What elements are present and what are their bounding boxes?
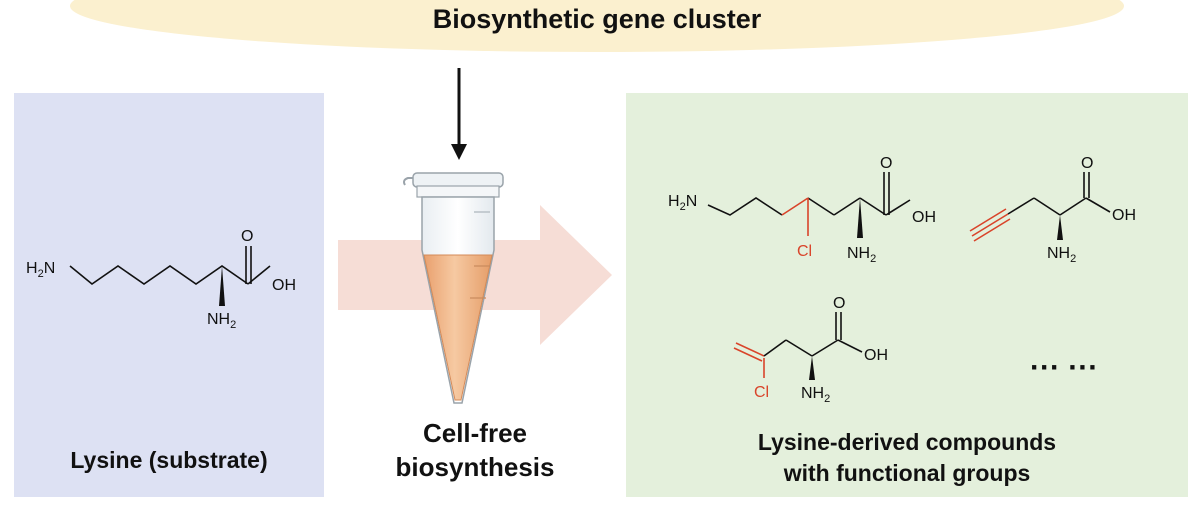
compound2-structure <box>969 172 1111 242</box>
products-caption-line2: with functional groups <box>783 460 1031 487</box>
lysine-amine-label: H2N <box>26 260 55 280</box>
compound3-carbonyl-label: O <box>833 295 845 312</box>
microtube-icon <box>403 172 504 404</box>
compound1-carbonyl-label: O <box>880 155 892 172</box>
compound2-carbonyl-label: O <box>1081 155 1093 172</box>
compound1-structure <box>707 172 911 236</box>
substrate-panel <box>14 93 324 497</box>
compound1-hydroxyl-label: OH <box>912 209 936 226</box>
products-caption: Lysine-derived compounds with functional… <box>626 427 1188 489</box>
lysine-structure <box>69 246 271 286</box>
compound1-amine-label: H2N <box>668 193 697 213</box>
process-caption-line2: biosynthesis <box>395 451 555 482</box>
compound1-chloro-label: Cl <box>797 243 812 260</box>
tube-liquid <box>423 254 493 401</box>
compound2-hydroxyl-label: OH <box>1112 207 1136 224</box>
compound3-chloro-label: Cl <box>754 384 769 401</box>
banner-title: Biosynthetic gene cluster <box>432 4 762 34</box>
products-caption-line1: Lysine-derived compounds <box>757 429 1057 455</box>
more-compounds-ellipsis: ··· ··· <box>1030 351 1098 384</box>
products-panel <box>626 93 1188 497</box>
lysine-alpha-amine-label: NH2 <box>207 311 236 331</box>
compound2-alpha-amine-label: NH2 <box>1047 245 1076 265</box>
down-arrow-icon <box>451 68 467 160</box>
lysine-carbonyl-label: O <box>241 228 253 245</box>
compound1-wedge <box>857 198 863 238</box>
compound3-wedge <box>809 356 815 380</box>
compound2-wedge <box>1057 215 1063 240</box>
compound3-structure <box>733 312 863 378</box>
process-caption-line1: Cell-free <box>422 418 528 448</box>
compound1-alpha-amine-label: NH2 <box>847 245 876 265</box>
substrate-caption: Lysine (substrate) <box>70 447 268 473</box>
lysine-wedge <box>219 266 225 306</box>
compound3-alpha-amine-label: NH2 <box>801 385 830 405</box>
compound3-hydroxyl-label: OH <box>864 347 888 364</box>
process-caption: Cell-free biosynthesis <box>330 417 620 485</box>
lysine-hydroxyl-label: OH <box>272 277 296 294</box>
